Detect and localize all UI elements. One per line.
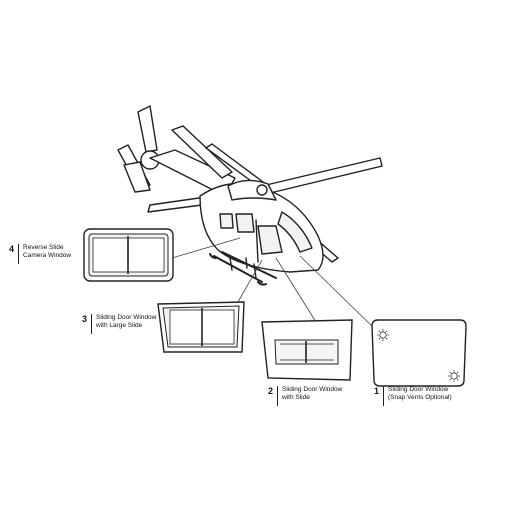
callout-2-line2: with Slide — [282, 394, 310, 401]
helicopter-icon — [117, 105, 383, 286]
callout-1: 1 Sliding Door Window (Snap Vents Option… — [374, 386, 452, 406]
callout-1-number: 1 — [374, 386, 385, 406]
leader-lines — [171, 237, 377, 331]
callout-3: 3 Sliding Door Window with Large Slide — [82, 314, 156, 334]
callout-3-line2: with Large Slide — [96, 322, 143, 329]
callout-3-number: 3 — [82, 314, 93, 334]
callout-4-line2: Camera Window — [23, 252, 72, 259]
callout-2-number: 2 — [268, 386, 279, 406]
window-4-reverse-slide-camera — [83, 228, 174, 282]
callout-4: 4 Reverse Slide Camera Window — [9, 244, 71, 264]
window-3-sliding-door-large-slide — [157, 301, 245, 353]
callout-1-line1: Sliding Door Window — [388, 386, 449, 393]
callout-4-number: 4 — [9, 244, 20, 264]
callout-3-line1: Sliding Door Window — [96, 314, 157, 321]
window-1-sliding-door-snap-vents — [371, 319, 467, 387]
callout-2: 2 Sliding Door Window with Slide — [268, 386, 342, 406]
snap-vent-icon — [377, 329, 389, 341]
callout-1-line2: (Snap Vents Optional) — [388, 394, 452, 401]
window-2-sliding-door-slide — [261, 319, 353, 381]
snap-vent-icon — [448, 370, 460, 382]
callout-4-line1: Reverse Slide — [23, 244, 64, 251]
callout-2-line1: Sliding Door Window — [282, 386, 343, 393]
